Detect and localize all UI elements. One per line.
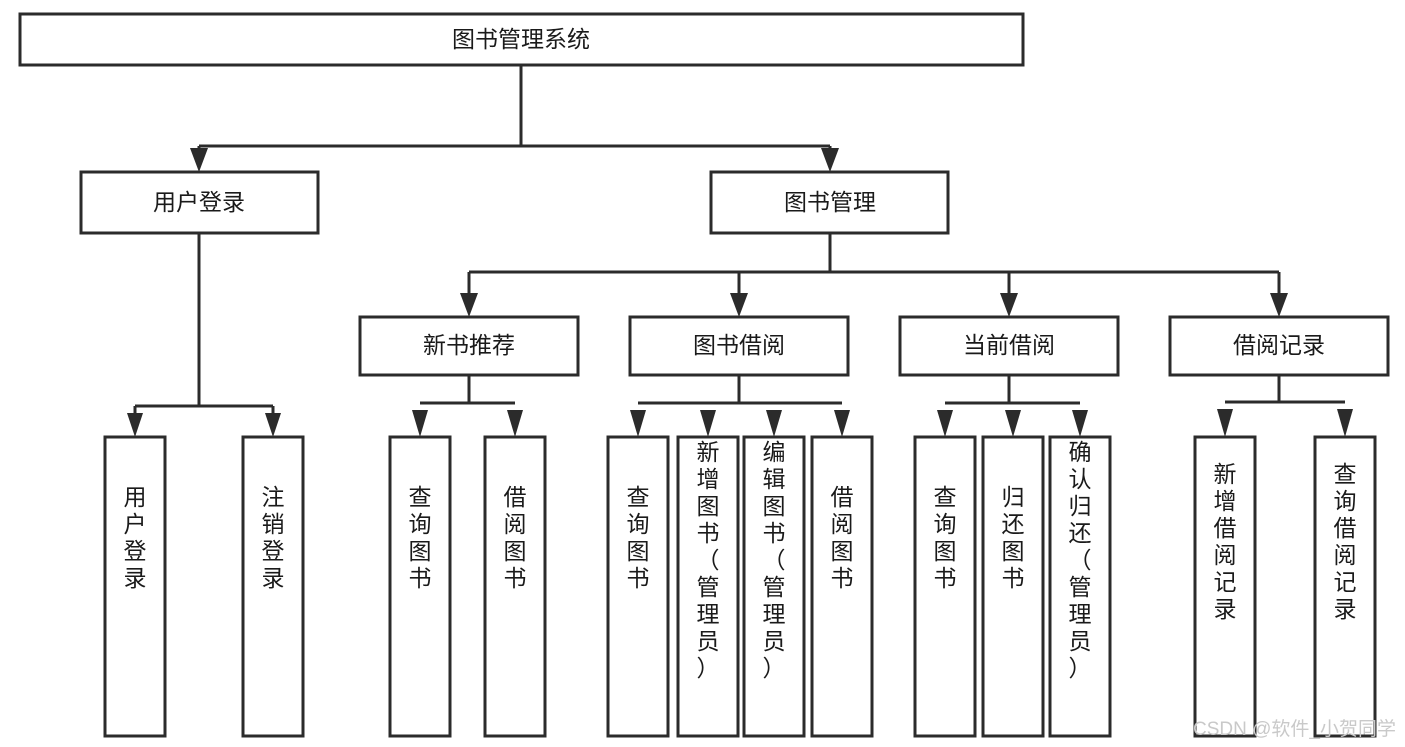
- arrow-head-icon: [630, 410, 646, 437]
- node-leaf-logout-label: 注销登录: [262, 484, 285, 591]
- node-leaf-confirm-return-admin[interactable]: 确认归还（管理员）: [1048, 435, 1112, 738]
- node-leaf-return-book-label: 归还图书: [1002, 484, 1025, 591]
- node-book-borrow-label: 图书借阅: [693, 332, 785, 358]
- node-user-login[interactable]: 用户登录: [79, 170, 320, 235]
- node-leaf-query-borrow-record[interactable]: 查询借阅记录: [1313, 435, 1377, 738]
- node-box: [898, 315, 1120, 377]
- node-leaf-edit-book-admin-label: 编辑图书（管理员）: [763, 439, 786, 681]
- node-box: [483, 435, 547, 738]
- arrow-head-icon: [190, 148, 208, 172]
- node-box: [981, 435, 1045, 738]
- node-new-book-recommend[interactable]: 新书推荐: [358, 315, 580, 377]
- connector-current-borrow-to-leaves: [937, 375, 1088, 437]
- node-box: [913, 435, 977, 738]
- node-box: [1048, 435, 1112, 738]
- node-box: [1168, 315, 1390, 377]
- node-leaf-logout[interactable]: 注销登录: [241, 435, 305, 738]
- node-box: [1193, 435, 1257, 738]
- node-leaf-borrow-book[interactable]: 借阅图书: [810, 435, 874, 738]
- watermark-label: CSDN @软件_小贺同学: [1193, 718, 1396, 740]
- arrow-head-icon: [507, 410, 523, 437]
- node-box: [676, 435, 740, 738]
- node-leaf-return-book[interactable]: 归还图书: [981, 435, 1045, 738]
- connector-root-to-level2: [190, 65, 839, 172]
- node-box: [358, 315, 580, 377]
- node-leaf-query-borrow-record-label: 查询借阅记录: [1334, 461, 1357, 622]
- node-borrow-record-label: 借阅记录: [1233, 332, 1325, 358]
- node-leaf-user-login-label: 用户登录: [124, 484, 147, 591]
- connector-user-login-to-leaves: [127, 233, 281, 437]
- node-leaf-query-book-recommend-label: 查询图书: [409, 484, 432, 591]
- arrow-head-icon: [834, 410, 850, 437]
- node-box: [79, 170, 320, 235]
- arrow-head-icon: [412, 410, 428, 437]
- arrow-head-icon: [766, 410, 782, 437]
- node-root-label: 图书管理系统: [452, 26, 590, 52]
- node-root-system[interactable]: 图书管理系统: [18, 12, 1025, 67]
- node-leaf-query-book-borrow-label: 查询图书: [627, 484, 650, 591]
- node-box: [18, 12, 1025, 67]
- connector-book-mgmt-to-level3: [460, 233, 1288, 317]
- node-box: [742, 435, 806, 738]
- node-leaf-borrow-book-recommend-label: 借阅图书: [504, 484, 527, 591]
- node-box: [1313, 435, 1377, 738]
- node-book-borrow[interactable]: 图书借阅: [628, 315, 850, 377]
- node-box: [241, 435, 305, 738]
- node-user-login-label: 用户登录: [153, 189, 245, 215]
- arrow-head-icon: [1072, 410, 1088, 437]
- node-box: [103, 435, 167, 738]
- node-leaf-query-book-current[interactable]: 查询图书: [913, 435, 977, 738]
- node-leaf-add-borrow-record[interactable]: 新增借阅记录: [1193, 435, 1257, 738]
- arrow-head-icon: [1005, 410, 1021, 437]
- arrow-head-icon: [937, 410, 953, 437]
- node-new-book-recommend-label: 新书推荐: [423, 332, 515, 358]
- node-book-management-label: 图书管理: [784, 189, 876, 215]
- node-box: [606, 435, 670, 738]
- arrow-head-icon: [1337, 409, 1353, 437]
- node-leaf-add-borrow-record-label: 新增借阅记录: [1214, 461, 1237, 622]
- arrow-head-icon: [127, 413, 143, 437]
- node-current-borrow-label: 当前借阅: [963, 332, 1055, 358]
- arrow-head-icon: [700, 410, 716, 437]
- connector-borrow-record-to-leaves: [1217, 375, 1353, 437]
- arrow-head-icon: [1217, 409, 1233, 437]
- node-leaf-confirm-return-admin-label: 确认归还（管理员）: [1069, 439, 1092, 681]
- node-leaf-borrow-book-label: 借阅图书: [831, 484, 854, 591]
- arrow-head-icon: [460, 293, 478, 317]
- node-current-borrow[interactable]: 当前借阅: [898, 315, 1120, 377]
- arrow-head-icon: [1270, 293, 1288, 317]
- node-leaf-query-book-current-label: 查询图书: [934, 484, 957, 591]
- connector-new-book-to-leaves: [412, 375, 523, 437]
- node-box: [810, 435, 874, 738]
- arrow-head-icon: [265, 413, 281, 437]
- node-box: [709, 170, 950, 235]
- node-leaf-edit-book-admin[interactable]: 编辑图书（管理员）: [742, 435, 806, 738]
- node-leaf-add-book-admin-label: 新增图书（管理员）: [697, 439, 720, 681]
- connector-book-borrow-to-leaves: [630, 375, 850, 437]
- arrow-head-icon: [821, 148, 839, 172]
- node-leaf-user-login[interactable]: 用户登录: [103, 435, 167, 738]
- node-leaf-borrow-book-recommend[interactable]: 借阅图书: [483, 435, 547, 738]
- node-leaf-query-book-borrow[interactable]: 查询图书: [606, 435, 670, 738]
- node-borrow-record[interactable]: 借阅记录: [1168, 315, 1390, 377]
- arrow-head-icon: [1000, 293, 1018, 317]
- node-leaf-add-book-admin[interactable]: 新增图书（管理员）: [676, 435, 740, 738]
- arrow-head-icon: [730, 293, 748, 317]
- node-book-management[interactable]: 图书管理: [709, 170, 950, 235]
- node-box: [388, 435, 452, 738]
- node-box: [628, 315, 850, 377]
- node-leaf-query-book-recommend[interactable]: 查询图书: [388, 435, 452, 738]
